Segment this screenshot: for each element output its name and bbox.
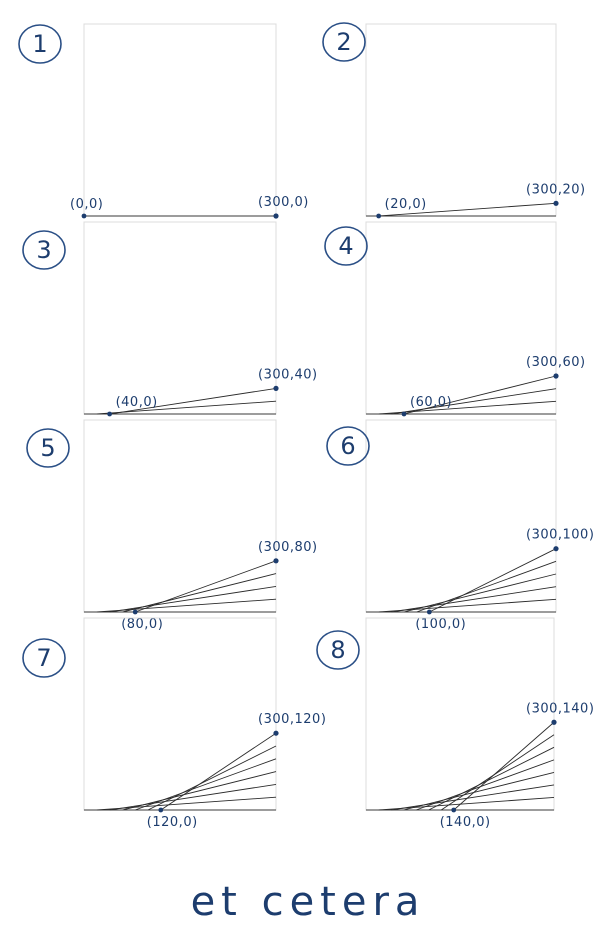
- start-point-label: (0,0): [70, 197, 103, 212]
- end-point-label: (300,80): [258, 540, 318, 555]
- ray-line: [122, 573, 277, 613]
- start-point-label: (40,0): [116, 395, 158, 410]
- end-point-label: (300,120): [258, 712, 326, 727]
- ray-line: [440, 734, 555, 811]
- panel-number-circle: [26, 428, 70, 468]
- end-point-label: (300,100): [526, 528, 594, 543]
- end-point-label: (300,20): [526, 182, 586, 197]
- panel-number-circle: [324, 226, 368, 266]
- panel-number-circle: [22, 638, 66, 678]
- ray-line: [96, 796, 277, 811]
- ray-line: [109, 585, 277, 613]
- end-point: [273, 385, 279, 391]
- ray-line: [378, 797, 555, 811]
- start-point: [376, 213, 382, 219]
- start-point-label: (60,0): [410, 395, 452, 410]
- ray-line: [135, 560, 277, 613]
- ray-line: [378, 202, 557, 217]
- panel-number-circle: [322, 22, 366, 62]
- panel-number-circle: [326, 426, 370, 466]
- panel-frame: [83, 23, 277, 217]
- start-point-label: (120,0): [147, 815, 198, 830]
- panel-6: 6 (100,0) (300,100): [326, 419, 594, 632]
- end-point: [551, 719, 557, 725]
- end-point: [273, 730, 279, 736]
- start-point: [401, 411, 407, 417]
- start-point: [426, 609, 432, 615]
- ray-line: [109, 783, 277, 811]
- ray-line: [378, 598, 557, 613]
- ray-line: [135, 758, 277, 811]
- ray-line: [122, 771, 277, 811]
- panel-frame: [365, 221, 557, 415]
- ray-line: [428, 746, 555, 811]
- panel-3: 3 (40,0) (300,40): [22, 221, 318, 417]
- start-point-label: (100,0): [415, 617, 466, 632]
- panel-number: 5: [40, 434, 55, 462]
- ray-line: [109, 387, 277, 415]
- end-point: [273, 558, 279, 564]
- panel-number: 7: [36, 644, 51, 672]
- ray-line: [390, 784, 555, 811]
- ray-line: [378, 400, 557, 415]
- ray-line: [416, 560, 557, 613]
- panel-2: 2 (20,0) (300,20): [322, 22, 586, 219]
- panel-number-circle: [18, 24, 62, 64]
- panel-number-circle: [22, 230, 66, 270]
- panel-number: 4: [338, 232, 353, 260]
- start-point-label: (140,0): [440, 815, 491, 830]
- ray-line: [403, 375, 557, 415]
- start-point: [451, 807, 457, 813]
- ray-line: [147, 745, 277, 811]
- panel-number-circle: [316, 630, 360, 670]
- end-point: [553, 200, 559, 206]
- end-point: [553, 546, 559, 552]
- panel-1: 1 (0,0) (300,0): [18, 23, 309, 219]
- ray-line: [160, 732, 277, 811]
- footer-text: et cetera: [191, 879, 426, 925]
- ray-line: [415, 759, 555, 811]
- start-point: [132, 609, 138, 615]
- panel-number: 1: [32, 30, 47, 58]
- end-point-label: (300,40): [258, 367, 318, 382]
- end-point: [273, 213, 279, 219]
- start-point: [158, 807, 164, 813]
- start-point-label: (20,0): [385, 197, 427, 212]
- end-point-label: (300,140): [526, 701, 594, 716]
- ray-line: [429, 548, 557, 613]
- ray-line: [391, 586, 557, 613]
- panel-frame: [83, 419, 277, 613]
- panel-frame: [365, 419, 557, 613]
- panel-4: 4 (60,0) (300,60): [324, 221, 586, 417]
- panel-number: 2: [336, 28, 351, 56]
- start-point: [107, 411, 112, 417]
- start-point: [81, 213, 87, 219]
- panel-number: 3: [36, 236, 51, 264]
- ray-line: [403, 573, 557, 613]
- end-point: [553, 373, 559, 379]
- panel-7: 7 (120,0) (300,120): [22, 617, 326, 830]
- panel-frame: [83, 617, 277, 811]
- start-point-label: (80,0): [121, 617, 163, 632]
- panel-8: 8 (140,0) (300,140): [316, 617, 594, 830]
- end-point-label: (300,60): [526, 355, 586, 370]
- panel-number: 6: [340, 432, 355, 460]
- end-point-label: (300,0): [258, 195, 309, 210]
- panel-5: 5 (80,0) (300,80): [26, 419, 318, 632]
- ray-line: [391, 388, 557, 415]
- ray-line: [403, 771, 555, 811]
- panel-number: 8: [330, 636, 345, 664]
- ray-line: [453, 721, 555, 811]
- ray-line: [96, 400, 277, 415]
- ray-line: [96, 598, 277, 613]
- panel-frame: [83, 221, 277, 415]
